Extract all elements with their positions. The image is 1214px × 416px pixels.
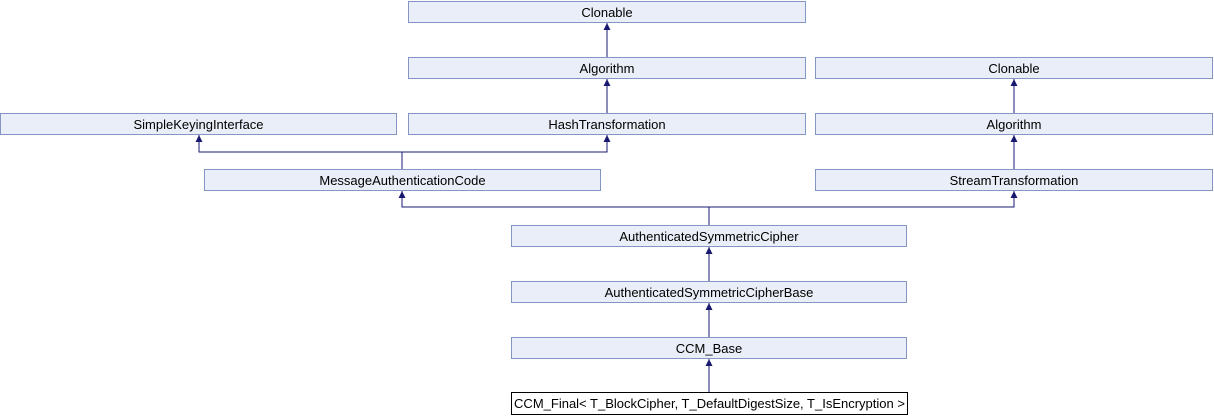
- class-node-label: AuthenticatedSymmetricCipher: [619, 228, 799, 244]
- class-node-label: MessageAuthenticationCode: [319, 172, 486, 188]
- class-node-message-authentication-code[interactable]: MessageAuthenticationCode: [204, 169, 601, 191]
- class-node-simple-keying-interface[interactable]: SimpleKeyingInterface: [0, 113, 397, 135]
- class-node-ccm-final: CCM_Final< T_BlockCipher, T_DefaultDiges…: [511, 392, 908, 415]
- class-node-ccm-base[interactable]: CCM_Base: [511, 337, 907, 359]
- class-node-hash-transformation[interactable]: HashTransformation: [408, 113, 806, 135]
- class-node-label: Clonable: [988, 60, 1040, 76]
- arrowhead-up-icon: [1010, 135, 1018, 142]
- inheritance-edge-authenticated-symmetric-cipher-to-stream-transformation: [708, 191, 1015, 225]
- arrowhead-up-icon: [1010, 79, 1018, 86]
- class-node-label: StreamTransformation: [949, 172, 1079, 188]
- arrowhead-up-icon: [705, 359, 713, 366]
- arrowhead-up-icon: [603, 79, 611, 86]
- class-node-clonable-right[interactable]: Clonable: [815, 57, 1213, 79]
- arrowhead-up-icon: [398, 191, 406, 198]
- arrowhead-up-icon: [603, 23, 611, 30]
- class-node-label: CCM_Final< T_BlockCipher, T_DefaultDiges…: [514, 396, 905, 411]
- class-node-algorithm-right[interactable]: Algorithm: [815, 113, 1213, 135]
- class-node-label: CCM_Base: [675, 340, 743, 356]
- class-node-label: Algorithm: [986, 116, 1042, 132]
- class-node-algorithm-left[interactable]: Algorithm: [408, 57, 806, 79]
- arrowhead-up-icon: [603, 135, 611, 142]
- class-node-label: Clonable: [581, 4, 633, 20]
- class-node-authenticated-symmetric-cipher[interactable]: AuthenticatedSymmetricCipher: [511, 225, 907, 247]
- class-node-label: Algorithm: [579, 60, 635, 76]
- class-node-stream-transformation[interactable]: StreamTransformation: [815, 169, 1213, 191]
- arrowhead-up-icon: [195, 135, 203, 142]
- class-node-clonable-top[interactable]: Clonable: [408, 1, 806, 23]
- inheritance-edge-message-authentication-code-to-simple-keying-interface: [198, 135, 403, 169]
- arrowhead-up-icon: [1010, 191, 1018, 198]
- inheritance-edge-message-authentication-code-to-hash-transformation: [401, 135, 608, 169]
- class-node-label: AuthenticatedSymmetricCipherBase: [604, 284, 814, 300]
- class-node-label: SimpleKeyingInterface: [133, 116, 264, 132]
- class-node-label: HashTransformation: [548, 116, 666, 132]
- inheritance-edge-authenticated-symmetric-cipher-to-message-authentication-code: [401, 191, 710, 225]
- arrowhead-up-icon: [705, 303, 713, 310]
- class-node-authenticated-symmetric-cipher-base[interactable]: AuthenticatedSymmetricCipherBase: [511, 281, 907, 303]
- arrowhead-up-icon: [705, 247, 713, 254]
